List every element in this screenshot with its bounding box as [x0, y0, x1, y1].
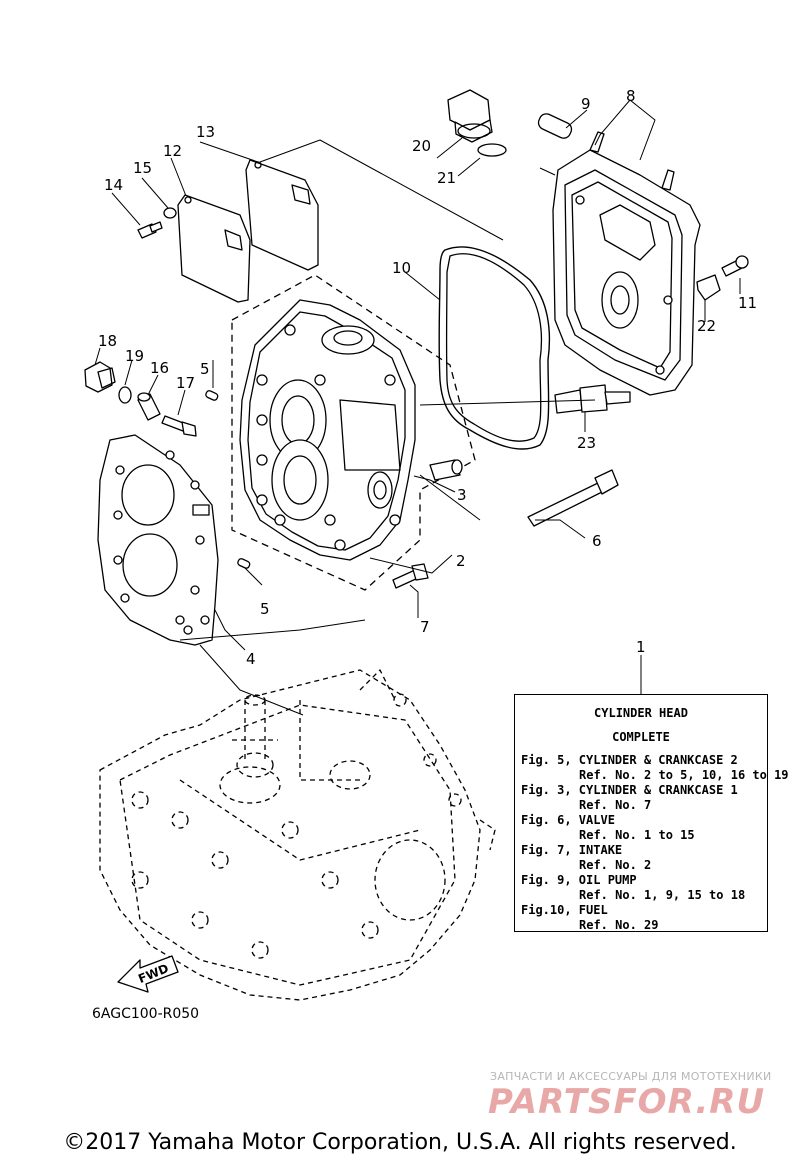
forward-arrow — [117, 955, 179, 993]
callout-8: 8 — [626, 87, 636, 105]
reference-ref: Ref. No. 2 to 5, 10, 16 to 19 — [579, 768, 789, 782]
reference-ref: Ref. No. 1 to 15 — [579, 828, 695, 842]
reference-ref: Ref. No. 29 — [579, 918, 659, 932]
anode-cover — [245, 159, 319, 271]
bolt-14 — [137, 221, 163, 239]
callout-22: 22 — [697, 317, 716, 335]
leader-lines — [94, 99, 741, 716]
cylinder-head-complete-reference-box: CYLINDER HEAD COMPLETE Fig. 5, CYLINDER … — [514, 694, 789, 933]
head-gasket — [97, 434, 219, 646]
callout-20: 20 — [412, 137, 431, 155]
reference-fig: Fig.10, FUEL — [521, 903, 608, 917]
cylinder-head-cover — [552, 149, 701, 396]
callout-11: 11 — [738, 294, 757, 312]
callout-10: 10 — [392, 259, 411, 277]
callout-18: 18 — [98, 332, 117, 350]
watermark-tagline: ЗАПЧАСТИ И АКСЕССУАРЫ ДЛЯ МОТОТЕХНИКИ — [490, 1070, 772, 1083]
callout-5-upper: 5 — [200, 360, 210, 378]
long-bolt-6 — [527, 469, 619, 527]
callout-17: 17 — [176, 374, 195, 392]
bolt-17 — [161, 415, 197, 437]
clamp-22 — [696, 274, 721, 301]
copyright-notice: ©2017 Yamaha Motor Corporation, U.S.A. A… — [63, 1130, 737, 1155]
reference-ref: Ref. No. 1, 9, 15 to 18 — [579, 888, 746, 902]
washer-15 — [163, 207, 177, 219]
bolt-11 — [721, 255, 749, 277]
callout-19: 19 — [125, 347, 144, 365]
diagram-code: 6AGC100-R050 — [92, 1006, 200, 1022]
callout-3: 3 — [457, 486, 467, 504]
callout-4: 4 — [246, 650, 256, 668]
bolt-7 — [392, 563, 429, 589]
cylinder-head — [239, 299, 416, 561]
reference-ref: Ref. No. 7 — [579, 798, 652, 812]
callout-23: 23 — [577, 434, 596, 452]
crankcase-dashed — [99, 669, 496, 1001]
callout-labels: 1 2 3 4 5 5 6 7 8 9 10 11 12 13 14 15 16… — [98, 87, 757, 986]
callout-7: 7 — [420, 618, 430, 636]
callout-15: 15 — [133, 159, 152, 177]
collar-3 — [429, 459, 463, 481]
drain-plug — [84, 361, 116, 393]
reference-fig: Fig. 7, INTAKE — [521, 843, 623, 857]
cylinder-head-assembly-outline — [231, 274, 476, 591]
gasket-19 — [118, 386, 132, 404]
reference-fig: Fig. 9, OIL PUMP — [521, 873, 637, 887]
anode-gasket — [177, 194, 251, 303]
dowel-pin-lower — [237, 558, 251, 569]
reference-list: Fig. 5, CYLINDER & CRANKCASE 2 Ref. No. … — [515, 749, 789, 933]
watermark-logo: PARTSFOR.RU — [488, 1082, 766, 1122]
callout-13: 13 — [196, 123, 215, 141]
reference-ref: Ref. No. 2 — [579, 858, 652, 872]
o-ring — [477, 143, 507, 157]
callout-6: 6 — [592, 532, 602, 550]
reference-fig: Fig. 3, CYLINDER & CRANKCASE 1 — [521, 783, 738, 797]
cover-gasket — [438, 246, 551, 450]
callout-2: 2 — [456, 552, 466, 570]
oil-filler-cap — [447, 89, 493, 143]
reference-box-title: CYLINDER HEAD — [594, 706, 688, 720]
sleeve-16 — [137, 392, 161, 421]
callout-14: 14 — [104, 176, 123, 194]
dowel-pin-upper — [205, 390, 219, 401]
callout-16: 16 — [150, 359, 169, 377]
callout-21: 21 — [437, 169, 456, 187]
spark-plug — [554, 384, 631, 414]
callout-5-lower: 5 — [260, 600, 270, 618]
reference-box-subtitle: COMPLETE — [612, 730, 670, 744]
callout-12: 12 — [163, 142, 182, 160]
callout-9: 9 — [581, 95, 591, 113]
reference-fig: Fig. 6, VALVE — [521, 813, 615, 827]
callout-1: 1 — [636, 638, 646, 656]
reference-fig: Fig. 5, CYLINDER & CRANKCASE 2 — [521, 753, 738, 767]
